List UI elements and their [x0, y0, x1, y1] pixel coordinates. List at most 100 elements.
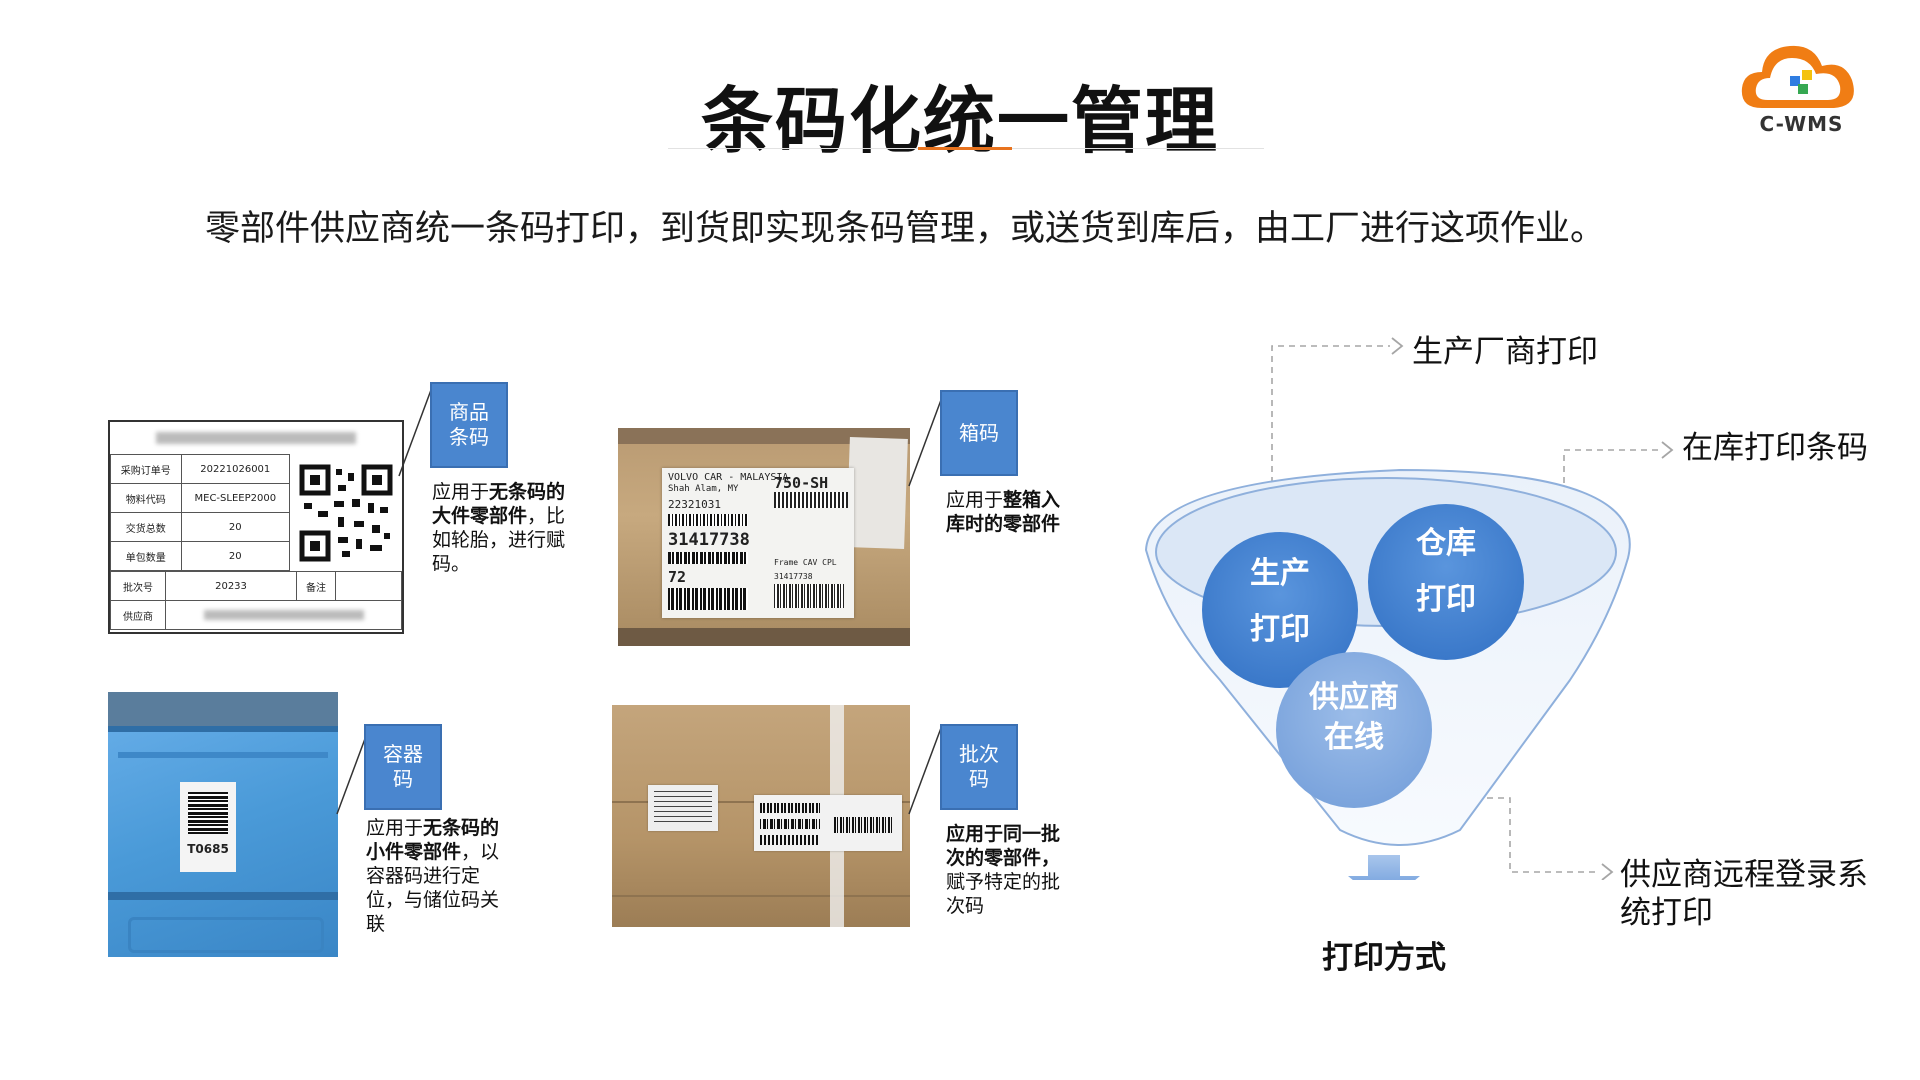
desc-text: 赋予特定的批次码 [946, 871, 1061, 917]
tag-label: 批次码 [959, 742, 999, 791]
circle-production-print [1202, 532, 1358, 688]
barcode-icon [774, 584, 844, 608]
desc-bold: 应用于同一批次的零部件， [946, 823, 1061, 869]
circle-label: 供应商 在线 [1276, 678, 1432, 758]
tag-batch-code: 批次码 [940, 724, 1018, 810]
desc-text: 应用于 [366, 817, 424, 839]
tag-product-barcode: 商品条码 [430, 382, 508, 468]
label-value: 20233 [165, 571, 297, 601]
method-label: 生产厂商打印 [1412, 334, 1598, 370]
barcode-icon [760, 803, 820, 813]
barcode-icon [760, 835, 820, 845]
desc-bold: 无条码的大件零部件 [432, 481, 566, 527]
desc-text: ，比如轮胎，进行赋码。 [432, 505, 566, 575]
barcode-icon [188, 792, 228, 834]
circle-supplier-online [1276, 652, 1432, 808]
item-description: 应用于无条码的小件零部件，以容器码进行定位，与储位码关联 [366, 816, 501, 936]
container-label-text: T0685 [187, 842, 229, 856]
desc-bold: 无条码的小件零部件 [366, 817, 500, 863]
label-key: 备注 [296, 571, 336, 601]
label-value: 20221026001 [180, 454, 291, 484]
label-value: 20 [180, 541, 291, 571]
cloud-logo-icon [1741, 45, 1854, 108]
label-header-blurred [110, 422, 402, 454]
box-label-text: Shah Alam, MY [668, 484, 739, 494]
circle-label-line: 供应商 [1309, 680, 1399, 715]
container-label: T0685 [180, 782, 236, 872]
box-label: VOLVO CAR - MALAYSIA Shah Alam, MY 750-S… [662, 468, 854, 618]
batch-photo [612, 705, 910, 927]
box-label-text: 72 [668, 568, 687, 586]
box-label-text: 22321031 [668, 498, 721, 511]
label-key: 批次号 [110, 571, 166, 601]
label-value: 20 [180, 512, 291, 542]
method-label: 供应商远程登录系统打印 [1620, 857, 1868, 931]
qr-code-icon [290, 454, 402, 571]
batch-label [754, 795, 902, 851]
arrow-right-icon [1661, 441, 1674, 459]
circle-warehouse-print [1368, 504, 1524, 660]
circle-label-line: 生产 [1250, 556, 1310, 591]
desc-bold: 整箱入库时的零部件 [946, 489, 1061, 535]
container-photo: T0685 [108, 692, 338, 957]
circle-label-line: 打印 [1250, 612, 1310, 647]
callout-line [908, 728, 942, 815]
circle-label-line: 在线 [1324, 720, 1384, 755]
tag-label: 商品条码 [449, 400, 489, 449]
barcode-icon [668, 552, 748, 564]
label-row: 供应商 [110, 600, 402, 630]
page-subtitle: 零部件供应商统一条码打印，到货即实现条码管理，或送货到库后，由工厂进行这项作业。 [205, 209, 1606, 249]
tag-label: 箱码 [959, 420, 999, 445]
barcode-icon [668, 588, 748, 610]
item-description: 应用于同一批次的零部件，赋予特定的批次码 [946, 822, 1076, 918]
desc-text: ，以容器码进行定位，与储位码关联 [366, 841, 500, 935]
funnel-bottom-label: 打印方式 [1322, 940, 1446, 976]
title-accent-bar [918, 147, 1012, 150]
label-key: 采购订单号 [110, 454, 182, 484]
callout-line [398, 390, 432, 477]
label-value-blurred [165, 600, 402, 630]
label-key: 物料代码 [110, 483, 182, 513]
circle-label-line: 仓库 [1416, 526, 1476, 561]
logo-text: C-WMS [1759, 112, 1844, 136]
callout-line [336, 728, 370, 815]
tag-box-code: 箱码 [940, 390, 1018, 476]
circle-label: 仓库 打印 [1368, 516, 1524, 628]
box-label-text: 31417738 [668, 530, 750, 550]
box-label-text: VOLVO CAR - MALAYSIA [668, 472, 789, 483]
arrow-right-icon [1601, 863, 1614, 880]
item-description: 应用于无条码的大件零部件，比如轮胎，进行赋码。 [432, 480, 572, 576]
label-value: MEC-SLEEP2000 [180, 483, 291, 513]
desc-text: 应用于 [946, 489, 1004, 511]
method-label: 在库打印条码 [1682, 430, 1868, 466]
label-key: 交货总数 [110, 512, 182, 542]
box-label-text: 31417738 [774, 572, 813, 581]
box-label-text: 750-SH [774, 474, 829, 492]
page-title: 条码化统一管理 [700, 79, 1219, 163]
desc-text: 应用于 [432, 481, 490, 503]
barcode-icon [774, 492, 848, 508]
tag-label: 容器码 [383, 742, 423, 791]
barcode-icon [834, 817, 894, 833]
box-photo: VOLVO CAR - MALAYSIA Shah Alam, MY 750-S… [618, 428, 910, 646]
logo: C-WMS [1732, 28, 1867, 138]
arrow-down-icon [1348, 855, 1420, 880]
label-key: 单包数量 [110, 541, 182, 571]
label-key: 供应商 [110, 600, 166, 630]
label-value [335, 571, 402, 601]
arrow-right-icon [1391, 337, 1404, 355]
funnel-diagram [1144, 337, 1674, 880]
batch-small-label [648, 785, 718, 831]
barcode-icon [760, 819, 820, 829]
barcode-icon [668, 514, 748, 526]
circle-label-line: 打印 [1416, 582, 1476, 617]
item-description: 应用于整箱入库时的零部件 [946, 488, 1076, 536]
callout-line [908, 400, 942, 487]
box-label-text: Frame CAV CPL [774, 558, 837, 567]
circle-label: 生产 打印 [1202, 546, 1358, 658]
